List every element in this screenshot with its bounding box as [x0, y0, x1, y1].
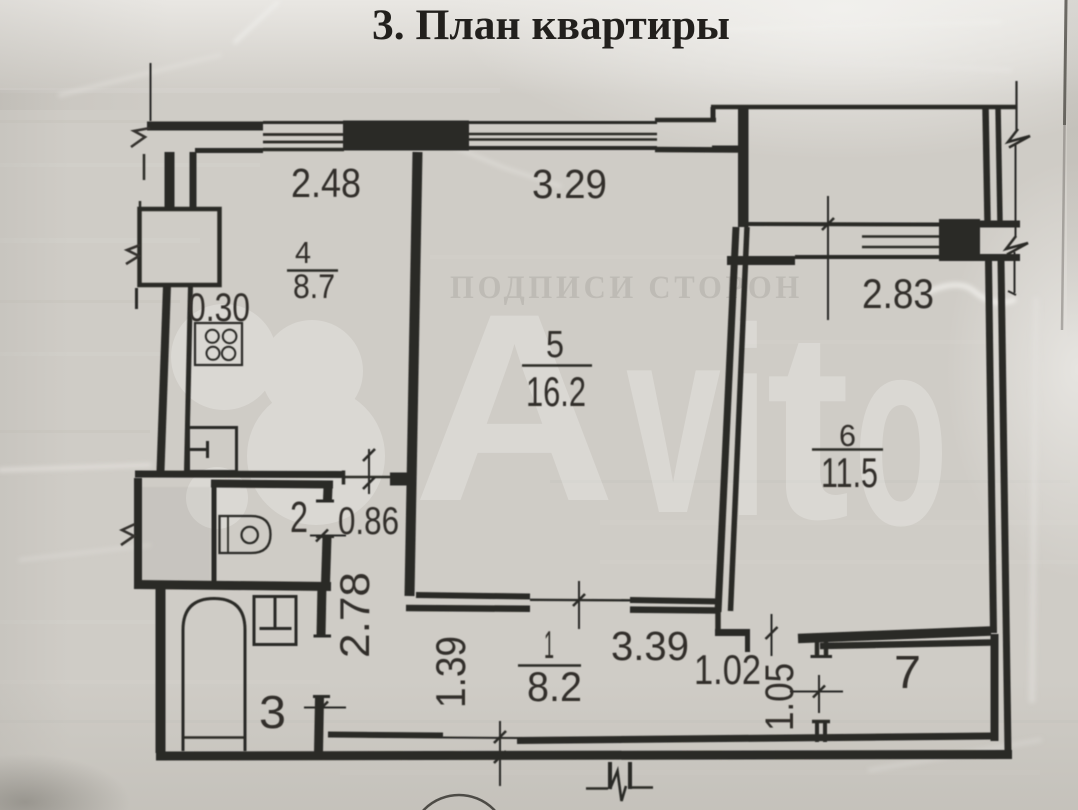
svg-text:1.39: 1.39 [427, 636, 474, 708]
svg-text:4: 4 [295, 235, 311, 270]
svg-text:ПОДПИСИ СТОРОН: ПОДПИСИ СТОРОН [450, 270, 803, 306]
svg-text:3.39: 3.39 [611, 623, 689, 669]
svg-text:7: 7 [894, 646, 921, 698]
svg-text:6: 6 [839, 418, 856, 453]
svg-text:2.48: 2.48 [291, 160, 361, 206]
svg-text:11.5: 11.5 [821, 449, 878, 496]
svg-text:v: v [626, 269, 722, 569]
svg-text:0.30: 0.30 [188, 286, 250, 330]
svg-text:t: t [766, 275, 850, 575]
svg-text:2.78: 2.78 [331, 572, 378, 658]
svg-text:A: A [413, 257, 616, 557]
svg-text:1.05: 1.05 [758, 663, 802, 731]
svg-text:1.02: 1.02 [694, 646, 761, 693]
svg-text:5: 5 [546, 324, 564, 366]
svg-text:16.2: 16.2 [526, 368, 586, 415]
svg-text:0.86: 0.86 [338, 500, 399, 543]
svg-text:8.7: 8.7 [293, 268, 335, 306]
svg-text:3. План квартиры: 3. План квартиры [372, 2, 730, 49]
svg-text:2: 2 [290, 493, 308, 542]
svg-text:o: o [854, 281, 948, 581]
svg-text:3: 3 [259, 686, 286, 738]
svg-text:3.29: 3.29 [532, 161, 607, 207]
svg-text:8.2: 8.2 [527, 663, 582, 710]
svg-text:2.83: 2.83 [862, 270, 934, 317]
svg-text:1: 1 [544, 624, 554, 667]
